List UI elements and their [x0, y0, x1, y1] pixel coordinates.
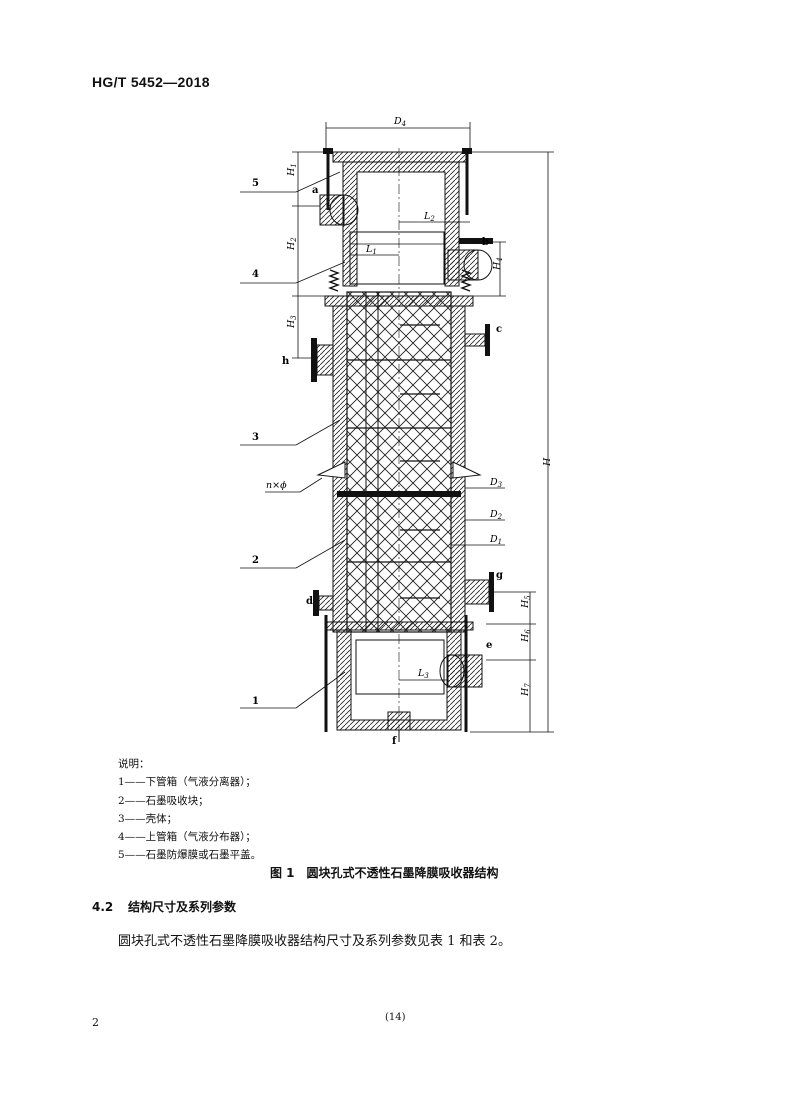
dim-D4: D4: [393, 116, 406, 128]
legend-item: 5——石墨防爆膜或石墨平盖。: [118, 849, 262, 862]
section-heading: 4.2 结构尺寸及系列参数: [92, 898, 236, 915]
nozzle-label-c: c: [496, 324, 502, 335]
dim-H2: H2: [286, 237, 298, 251]
nozzle-f: [387, 711, 411, 731]
lower-separator: [355, 639, 445, 695]
dim-H3: H3: [286, 315, 298, 329]
graphite-block-stack: [346, 291, 452, 633]
dim-H: H: [542, 457, 553, 467]
page-center-number: (14): [385, 1012, 406, 1023]
section-title: 结构尺寸及系列参数: [128, 900, 237, 914]
nozzle-label-d: d: [306, 596, 313, 607]
dim-L3: L3: [417, 668, 429, 680]
legend-item: 3——壳体；: [118, 812, 178, 825]
nozzle-label-a: a: [312, 185, 319, 196]
nozzle-a: [319, 194, 345, 226]
middle-flange: [337, 491, 461, 497]
nozzle-label-b: b: [482, 237, 489, 248]
upper-box-wall: [342, 161, 460, 287]
dim-H5: H5: [520, 595, 532, 609]
section-number: 4.2: [92, 900, 114, 914]
lower-box-wall: [336, 629, 462, 731]
nozzle-c: [464, 333, 486, 347]
dim-D3: D3: [489, 477, 503, 489]
nozzle-label-e: e: [486, 640, 492, 651]
nozzle-label-f: f: [392, 736, 397, 747]
dim-D1: D1: [489, 534, 502, 546]
nozzle-label-g: g: [496, 570, 503, 581]
legend-item: 2——石墨吸收块；: [118, 794, 209, 807]
callout-2: 2: [252, 555, 259, 566]
spring-left: [328, 269, 340, 292]
callout-4: 4: [252, 269, 259, 280]
upper-distributor: [349, 231, 445, 285]
top-cover-plate: [332, 151, 468, 163]
nozzle-d: [318, 595, 334, 611]
spring-right: [460, 269, 472, 292]
callout-3: 3: [252, 432, 259, 443]
legend-item: 1——下管箱（气液分离器）；: [118, 776, 256, 789]
absorber-structure-drawing: 5 4 3 2 1 a b c h d g e f D4 L2 L1 L3 H1…: [240, 116, 554, 747]
nozzle-label-h: h: [282, 356, 290, 367]
page-number: 2: [92, 1016, 99, 1029]
dim-n-phi: n×ϕ: [266, 480, 287, 491]
dim-H4: H4: [492, 257, 504, 271]
standard-code: HG/T 5452—2018: [92, 74, 210, 90]
callout-5: 5: [252, 178, 259, 189]
support-lug-left: [316, 461, 346, 479]
lower-flange: [324, 621, 474, 631]
support-lug-right: [452, 461, 482, 479]
nozzle-g: [464, 579, 490, 605]
nozzle-h: [316, 344, 334, 376]
body-paragraph: 圆块孔式不透性石墨降膜吸收器结构尺寸及系列参数见表 1 和表 2。: [118, 934, 511, 949]
figure-caption: 图 1 圆块孔式不透性石墨降膜吸收器结构: [270, 866, 499, 880]
dim-L1: L1: [365, 244, 377, 256]
dim-H7: H7: [520, 683, 532, 697]
dim-H6: H6: [520, 629, 532, 643]
dim-D2: D2: [489, 509, 503, 521]
figure-legend: 说明： 1——下管箱（气液分离器）； 2——石墨吸收块； 3——壳体； 4——上…: [118, 755, 261, 865]
dim-L2: L2: [423, 211, 435, 223]
legend-item: 4——上管箱（气液分布器）；: [118, 831, 256, 844]
legend-title: 说明：: [118, 758, 150, 770]
callout-1: 1: [252, 696, 259, 707]
dim-H1: H1: [286, 163, 298, 177]
